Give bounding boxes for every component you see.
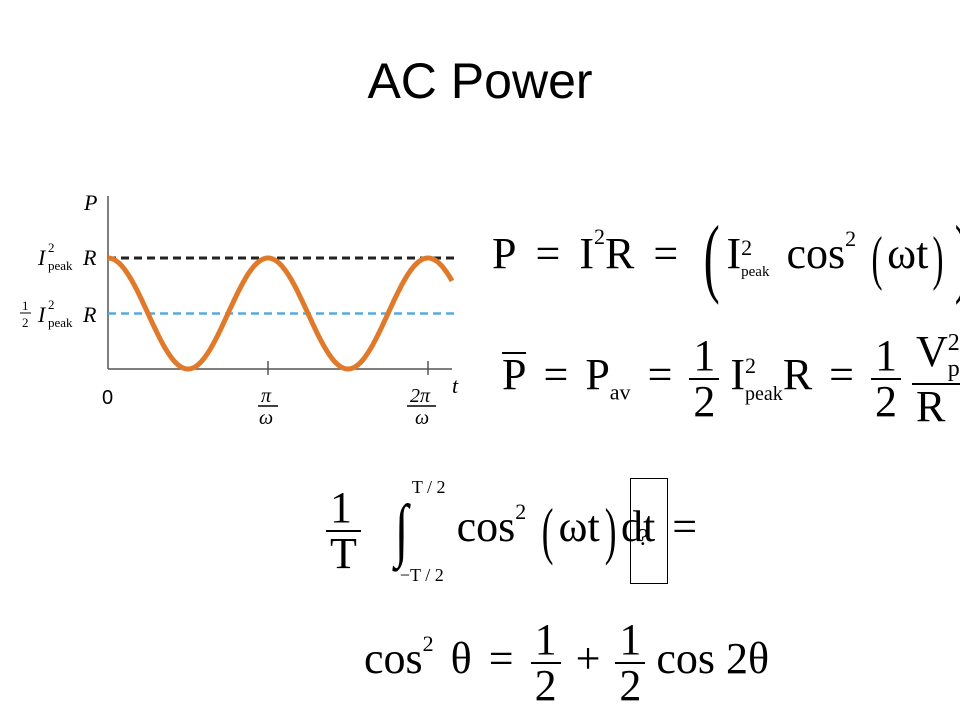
svg-text:1: 1	[22, 298, 29, 313]
x-axis-label: t	[452, 373, 459, 398]
svg-text:peak: peak	[48, 315, 73, 330]
svg-text:π: π	[261, 385, 272, 407]
y-axis-label: P	[83, 190, 97, 215]
svg-text:2: 2	[48, 297, 55, 312]
svg-text:I: I	[37, 245, 47, 270]
svg-text:R: R	[82, 245, 97, 270]
slide-title: AC Power	[367, 53, 593, 109]
svg-text:2π: 2π	[410, 385, 431, 407]
svg-text:2: 2	[48, 240, 55, 255]
svg-text:peak: peak	[48, 258, 73, 273]
x-tick-label-2pi: 2π ω	[407, 385, 436, 429]
power-curve-series	[107, 255, 455, 372]
svg-text:ω: ω	[415, 407, 429, 429]
svg-text:R: R	[82, 302, 97, 327]
svg-text:ω: ω	[259, 407, 273, 429]
x-tick-label-pi: π ω	[258, 385, 278, 429]
answer-placeholder: ?	[638, 525, 649, 551]
svg-text:I: I	[37, 302, 47, 327]
svg-text:2: 2	[22, 315, 29, 330]
peak-level-label: I 2 peak R	[37, 240, 97, 273]
x-tick-label-zero: 0	[102, 387, 113, 409]
average-level-label: 1 2 I 2 peak R	[20, 297, 97, 330]
answer-box	[630, 478, 668, 584]
